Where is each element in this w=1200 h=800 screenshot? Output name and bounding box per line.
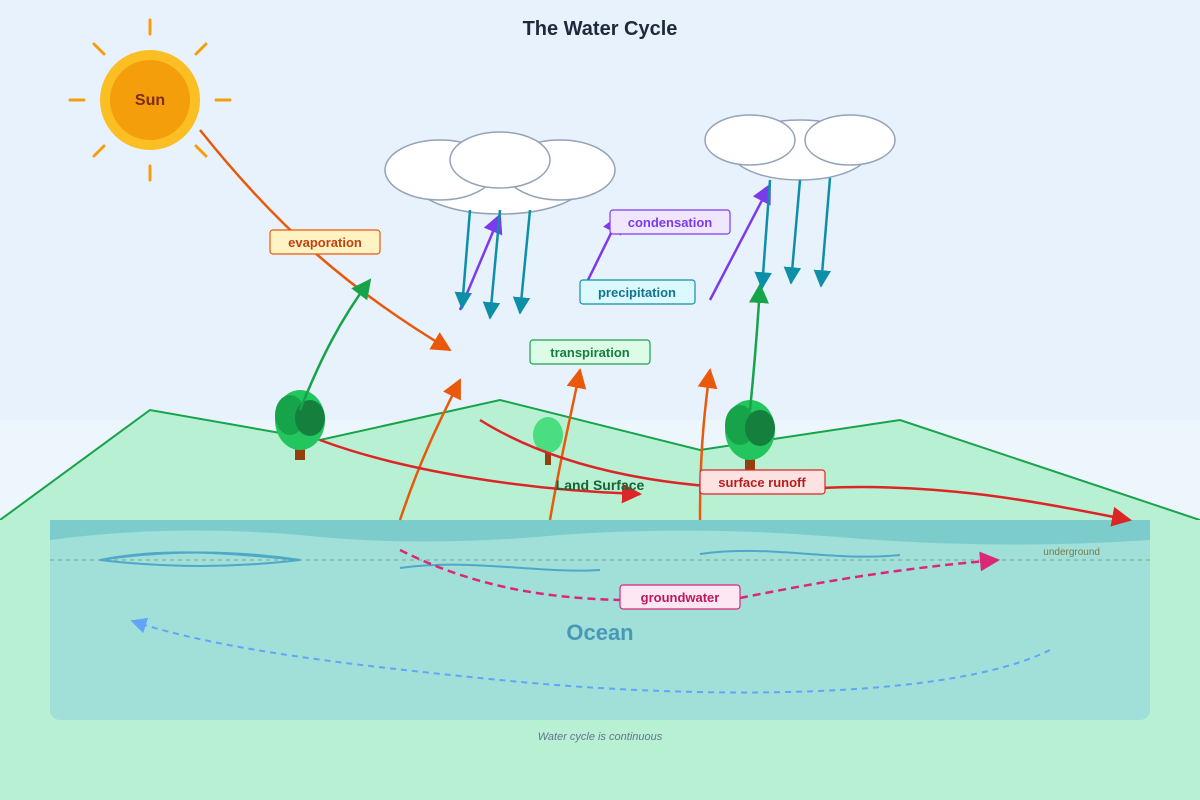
evaporation-label: evaporation (288, 235, 362, 250)
footer-note: Water cycle is continuous (538, 731, 663, 743)
ocean-body (50, 520, 1150, 720)
ocean-return-arrow (130, 617, 1051, 694)
rain-arrow-5 (783, 179, 802, 285)
groundwater-label: groundwater (641, 590, 720, 605)
rain-arrow-4 (754, 179, 772, 290)
rain-arrow-3 (512, 209, 532, 315)
wave-3 (699, 549, 901, 558)
diagram-title: The Water Cycle (523, 18, 678, 40)
tree-right-icon (725, 400, 775, 470)
evaporation-arrow-1 (398, 378, 462, 521)
condensation-arrow-3 (708, 183, 772, 301)
ocean-surface-band (50, 520, 1150, 545)
runoff-arrow-left (319, 438, 642, 504)
tree-middle-icon (533, 417, 563, 465)
ocean-label: Ocean (566, 620, 633, 645)
land-surface-label: Land Surface (556, 477, 645, 493)
condensation-label-box: condensation (609, 209, 731, 235)
transpiration-arrow-right (748, 283, 769, 411)
wave-2 (399, 563, 601, 572)
transpiration-label: transpiration (550, 345, 630, 360)
evaporation-arrow-sun (199, 129, 452, 352)
precipitation-label: precipitation (598, 285, 676, 300)
transpiration-label-box: transpiration (529, 339, 651, 365)
evaporation-arrow-3 (697, 368, 718, 521)
transpiration-arrow-left (298, 278, 372, 411)
cloud-left (384, 131, 616, 215)
rain-arrow-2 (482, 209, 502, 320)
groundwater-label-box: groundwater (619, 584, 741, 610)
surface-runoff-label: surface runoff (718, 475, 806, 490)
condensation-label: condensation (628, 215, 713, 230)
rain-arrow-6 (813, 177, 832, 288)
evaporation-label-box: evaporation (269, 229, 381, 255)
underground-label: underground (1043, 547, 1100, 558)
evaporation-arrow-2 (548, 368, 587, 521)
sun-icon (68, 18, 232, 182)
surface-runoff-label-box: surface runoff (699, 469, 826, 495)
rain-arrow-1 (454, 209, 473, 310)
tree-left-icon (275, 390, 325, 460)
cloud-right (704, 114, 896, 181)
sun-label: Sun (135, 92, 165, 109)
groundwater-arrow (399, 550, 998, 602)
wave-1b (99, 551, 301, 561)
precipitation-label-box: precipitation (579, 279, 696, 305)
precipitation-arrows (454, 177, 832, 320)
